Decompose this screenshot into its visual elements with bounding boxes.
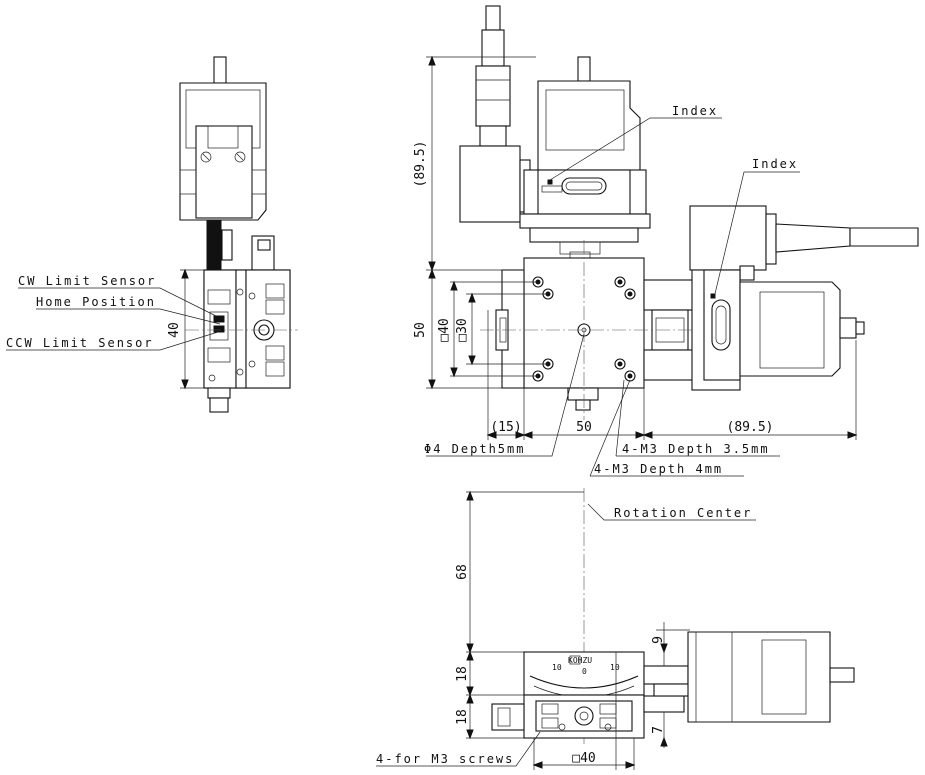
left-dim-40: 40 — [167, 322, 182, 338]
dim-9: 9 — [651, 636, 666, 644]
dim-15-horizontal: (15) — [490, 420, 521, 435]
scale-zero: 0 — [582, 667, 587, 676]
index-label-right: Index — [752, 157, 798, 171]
scale-right-10: 10 — [610, 663, 620, 672]
ccw-limit-sensor-label: CCW Limit Sensor — [6, 336, 154, 350]
cw-limit-sensor-label: CW Limit Sensor — [18, 274, 156, 288]
front-elevation-view — [376, 488, 855, 770]
home-position-label: Home Position — [36, 295, 156, 309]
dim-sq40-vertical: □40 — [437, 318, 452, 341]
dim-sq30-vertical: □30 — [455, 318, 470, 341]
phi4-depth-label: Φ4 Depth5mm — [424, 442, 525, 456]
dim-50-horizontal: 50 — [576, 420, 592, 435]
scale-left-10: 10 — [552, 663, 562, 672]
dim-7: 7 — [651, 726, 666, 734]
rotation-center-label: Rotation Center — [614, 506, 752, 520]
dim-89-5-horizontal: (89.5) — [727, 420, 774, 435]
dim-18-upper: 18 — [455, 666, 470, 682]
kohzu-brand: KOHZU — [568, 656, 592, 665]
dim-68: 68 — [455, 564, 470, 580]
dim-50-vertical: 50 — [413, 322, 428, 338]
index-label-top: Index — [672, 104, 718, 118]
dim-18-lower: 18 — [455, 709, 470, 725]
for-m3-screws-label: 4-for M3 screws — [376, 752, 514, 766]
m3-depth-4-label: 4-M3 Depth 4mm — [594, 462, 723, 476]
top-view-dimensions — [426, 55, 858, 477]
m3-depth-3-5-label: 4-M3 Depth 3.5mm — [622, 442, 770, 456]
dim-89-5-vertical: (89.5) — [413, 141, 428, 188]
dim-sq40-horizontal: □40 — [572, 751, 595, 766]
dim-40: 40 — [167, 322, 182, 338]
left-side-view — [6, 56, 298, 413]
top-plan-view — [459, 5, 919, 420]
